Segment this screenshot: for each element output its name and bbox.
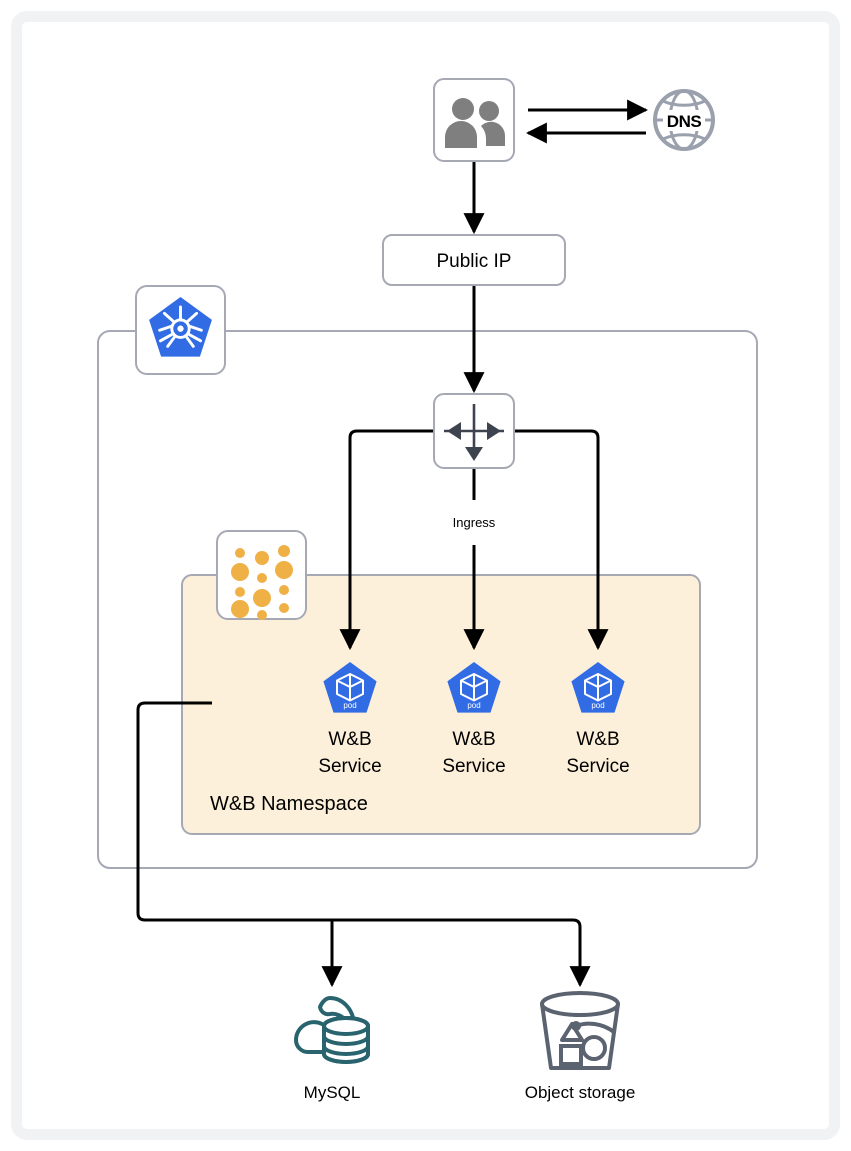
object-storage-bucket-icon <box>540 991 620 1070</box>
kubernetes-cluster-box <box>97 330 758 869</box>
ingress-label: Ingress <box>453 515 496 530</box>
namespace-dots-icon <box>231 545 293 620</box>
service-pod-1[interactable]: pod W&B Service <box>318 662 382 777</box>
dns-label-backing <box>663 110 705 131</box>
k8s-pod-icon: pod <box>323 662 377 713</box>
pod-badge-text: pod <box>467 701 480 710</box>
mysql-node[interactable]: MySQL <box>294 996 370 1102</box>
edge-namespace-bus <box>136 701 591 988</box>
edge-ingress-to-service-3 <box>514 429 609 651</box>
service-label-line1: W&B <box>452 729 495 750</box>
ingress-arrows-icon <box>444 404 504 461</box>
users-icon <box>445 98 506 148</box>
dns-label: DNS <box>667 112 702 131</box>
pod-badge-text: pod <box>591 701 604 710</box>
service-pod-3[interactable]: pod W&B Service <box>566 662 630 777</box>
namespace-badge[interactable] <box>216 530 307 620</box>
service-label-line2: Service <box>442 756 505 777</box>
service-label-line1: W&B <box>576 729 619 750</box>
k8s-pod-icon: pod <box>447 662 501 713</box>
edge-ingress-to-service-1 <box>339 429 434 651</box>
namespace-label: W&B Namespace <box>210 793 368 815</box>
service-pod-2[interactable]: pod W&B Service <box>442 662 506 777</box>
mysql-dolphin-icon <box>294 996 370 1064</box>
dns-globe-parallel-bottom <box>662 133 706 141</box>
mysql-label: MySQL <box>304 1083 361 1102</box>
service-label-line2: Service <box>566 756 629 777</box>
kubernetes-icon <box>149 297 212 357</box>
public-ip-node[interactable]: Public IP <box>382 234 566 286</box>
kubernetes-cluster-badge[interactable] <box>135 285 226 375</box>
dns-node[interactable]: DNS <box>653 89 715 151</box>
object-storage-label: Object storage <box>525 1083 636 1102</box>
object-storage-node[interactable]: Object storage <box>525 991 636 1102</box>
service-label-line1: W&B <box>328 729 371 750</box>
k8s-pod-icon: pod <box>571 662 625 713</box>
users-node-box <box>433 78 515 162</box>
users-node[interactable] <box>433 78 515 162</box>
ingress-node[interactable]: Ingress <box>433 393 515 530</box>
service-label-line2: Service <box>318 756 381 777</box>
dns-globe-parallel-top <box>662 99 706 107</box>
public-ip-label: Public IP <box>437 251 512 272</box>
public-ip-box <box>382 234 566 286</box>
pod-badge-text: pod <box>343 701 356 710</box>
